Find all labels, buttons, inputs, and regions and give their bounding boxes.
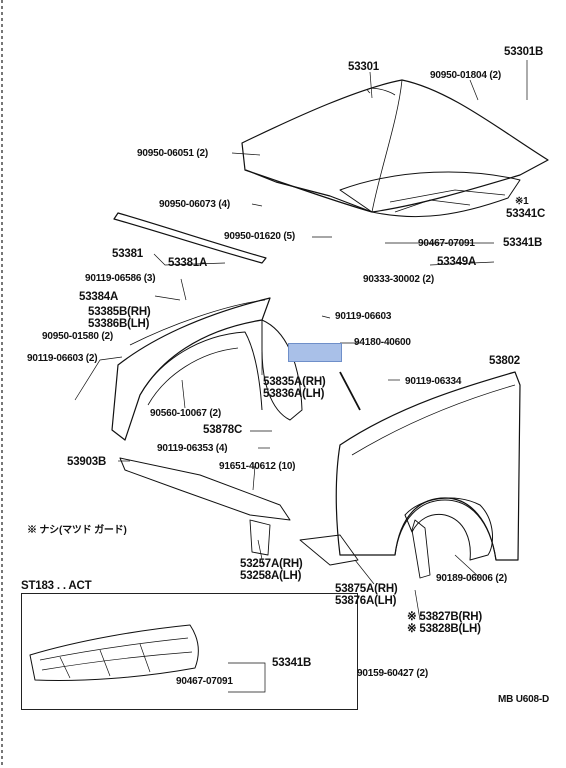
part-label: 90950-01620 (5) bbox=[224, 231, 295, 242]
part-label: 53257A(RH) bbox=[240, 558, 303, 570]
inset-hood bbox=[29, 624, 199, 681]
part-label: 90467-07091 bbox=[176, 676, 233, 687]
part-label: 90950-01804 (2) bbox=[430, 70, 501, 81]
part-label: 53301B bbox=[504, 46, 544, 58]
part-label: 90950-06051 (2) bbox=[137, 148, 208, 159]
part-label: 90333-30002 (2) bbox=[363, 274, 434, 285]
part-label: 53878C bbox=[203, 424, 243, 436]
part-label: 90189-06006 (2) bbox=[436, 573, 507, 584]
part-label: ※1 bbox=[515, 196, 529, 207]
part-label: 53876A(LH) bbox=[335, 595, 397, 607]
part-label: 53301 bbox=[348, 61, 379, 73]
part-label: ※ 53827B(RH) bbox=[407, 611, 482, 623]
part-label: 90119-06586 (3) bbox=[85, 273, 156, 284]
part-label: 90119-06353 (4) bbox=[157, 443, 228, 454]
hood-panel bbox=[241, 79, 549, 213]
highlight-box bbox=[288, 343, 342, 362]
part-label: 90119-06334 bbox=[405, 376, 462, 387]
part-label: 90119-06603 (2) bbox=[27, 353, 98, 364]
part-label: 53341B bbox=[272, 657, 312, 669]
part-label: 53341C bbox=[506, 208, 546, 220]
fender-liner bbox=[261, 319, 303, 421]
fender-stay bbox=[119, 457, 291, 521]
part-label: 53836A(LH) bbox=[263, 388, 325, 400]
part-label: 53258A(LH) bbox=[240, 570, 302, 582]
part-label: 53384A bbox=[79, 291, 119, 303]
page-edge bbox=[1, 0, 3, 768]
part-label: 53903B bbox=[67, 456, 107, 468]
inset-title: ST183 . . ACT bbox=[21, 580, 92, 592]
note-label: ※ ナシ(マツド ガード) bbox=[27, 525, 127, 536]
diagram-code: MB U608-D bbox=[498, 694, 549, 705]
part-label: 90119-06603 bbox=[335, 311, 392, 322]
part-label: 91651-40612 (10) bbox=[219, 461, 296, 472]
part-label: 90560-10067 (2) bbox=[150, 408, 221, 419]
wheel-liner bbox=[404, 497, 493, 561]
part-label: 53381 bbox=[112, 248, 143, 260]
part-label: 53385B(RH) bbox=[88, 306, 151, 318]
part-label: 90950-06073 (4) bbox=[159, 199, 230, 210]
part-label: 90159-60427 (2) bbox=[357, 668, 428, 679]
part-label: 53349A bbox=[437, 256, 477, 268]
part-label: 53381A bbox=[168, 257, 208, 269]
part-label: 53386B(LH) bbox=[88, 318, 150, 330]
right-fender bbox=[335, 371, 521, 561]
part-label: 90950-01580 (2) bbox=[42, 331, 113, 342]
part-label: 53341B bbox=[503, 237, 543, 249]
part-label: 53835A(RH) bbox=[263, 376, 326, 388]
hood-scoop bbox=[339, 171, 521, 218]
part-label: 90467-07091 bbox=[418, 238, 475, 249]
part-label: 53875A(RH) bbox=[335, 583, 398, 595]
part-label: 53802 bbox=[489, 355, 520, 367]
inset-box bbox=[21, 593, 358, 710]
hood-seal bbox=[113, 212, 267, 264]
part-label: ※ 53828B(LH) bbox=[407, 623, 481, 635]
part-label: 94180-40600 bbox=[354, 337, 411, 348]
